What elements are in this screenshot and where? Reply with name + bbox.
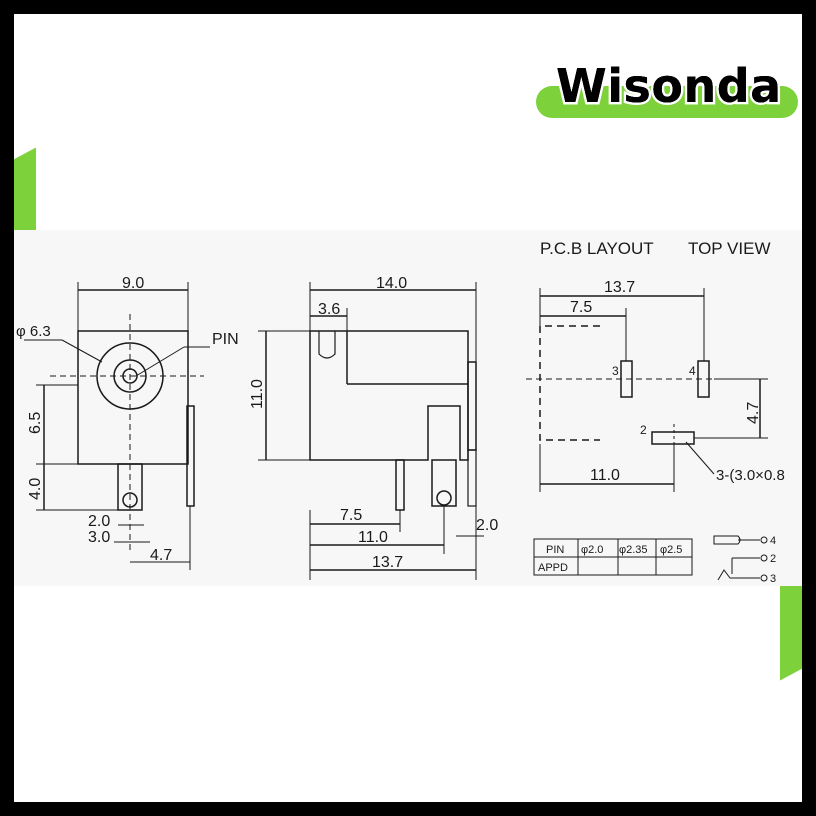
front-pin3-label: 3.0 — [88, 529, 110, 546]
brand-logo: Wisonda Wisonda — [536, 54, 798, 118]
table-header-2-35: φ2.35 — [619, 544, 648, 556]
side-d4-label: 2.0 — [476, 517, 498, 534]
brand-name: Wisonda — [556, 59, 782, 113]
pcb-d1-label: 7.5 — [570, 299, 592, 316]
schematic-pin2: 2 — [770, 553, 776, 565]
schematic-pin3: 3 — [770, 573, 776, 585]
front-view — [24, 282, 210, 570]
front-diameter-label: φ 6.3 — [16, 323, 51, 340]
pcb-layout — [526, 288, 768, 492]
front-height-lower-label: 4.0 — [27, 478, 44, 500]
side-pin-hole — [436, 490, 452, 506]
pin-table — [533, 538, 693, 576]
side-step-label: 3.6 — [318, 301, 340, 318]
side-view — [258, 282, 484, 580]
front-height-upper-label: 6.5 — [27, 412, 44, 434]
pcb-pad3-label: 3 — [612, 364, 619, 378]
pcb-slot-note: 3-(3.0×0.8 — [716, 467, 785, 484]
brand-text-outline: Wisonda — [554, 57, 784, 116]
table-header-2-5: φ2.5 — [660, 544, 682, 556]
pcb-length-label: 13.7 — [604, 279, 635, 296]
side-d1-label: 7.5 — [340, 507, 362, 524]
image-frame: Wisonda Wisonda — [14, 14, 802, 802]
pcb-outline — [539, 325, 600, 441]
view-title: TOP VIEW — [688, 239, 771, 258]
table-header-pin: PIN — [546, 544, 564, 556]
pcb-d2-label: 11.0 — [590, 467, 620, 484]
pcb-pad4-label: 4 — [689, 364, 696, 378]
table-row-appd: APPD — [538, 562, 568, 574]
front-pin-label: PIN — [212, 331, 239, 348]
front-offset-label: 4.7 — [150, 547, 172, 564]
brand-bar — [536, 86, 798, 118]
side-d2-label: 11.0 — [358, 529, 388, 546]
side-height-label: 11.0 — [249, 379, 266, 409]
jack-schematic — [713, 535, 768, 582]
table-header-2-0: φ2.0 — [581, 544, 603, 556]
front-pin2-label: 2.0 — [88, 513, 110, 530]
pcb-height-label: 4.7 — [745, 402, 762, 424]
pcb-title: P.C.B LAYOUT — [540, 239, 654, 258]
front-width-label: 9.0 — [122, 275, 144, 292]
side-length-label: 14.0 — [376, 275, 407, 292]
schematic-pin4: 4 — [770, 535, 776, 547]
side-d3-label: 13.7 — [372, 554, 403, 571]
pcb-pad2-label: 2 — [640, 423, 647, 437]
technical-drawing: P.C.B LAYOUT TOP VIEW 9.0 φ 6.3 PIN 6.5 … — [14, 230, 802, 586]
